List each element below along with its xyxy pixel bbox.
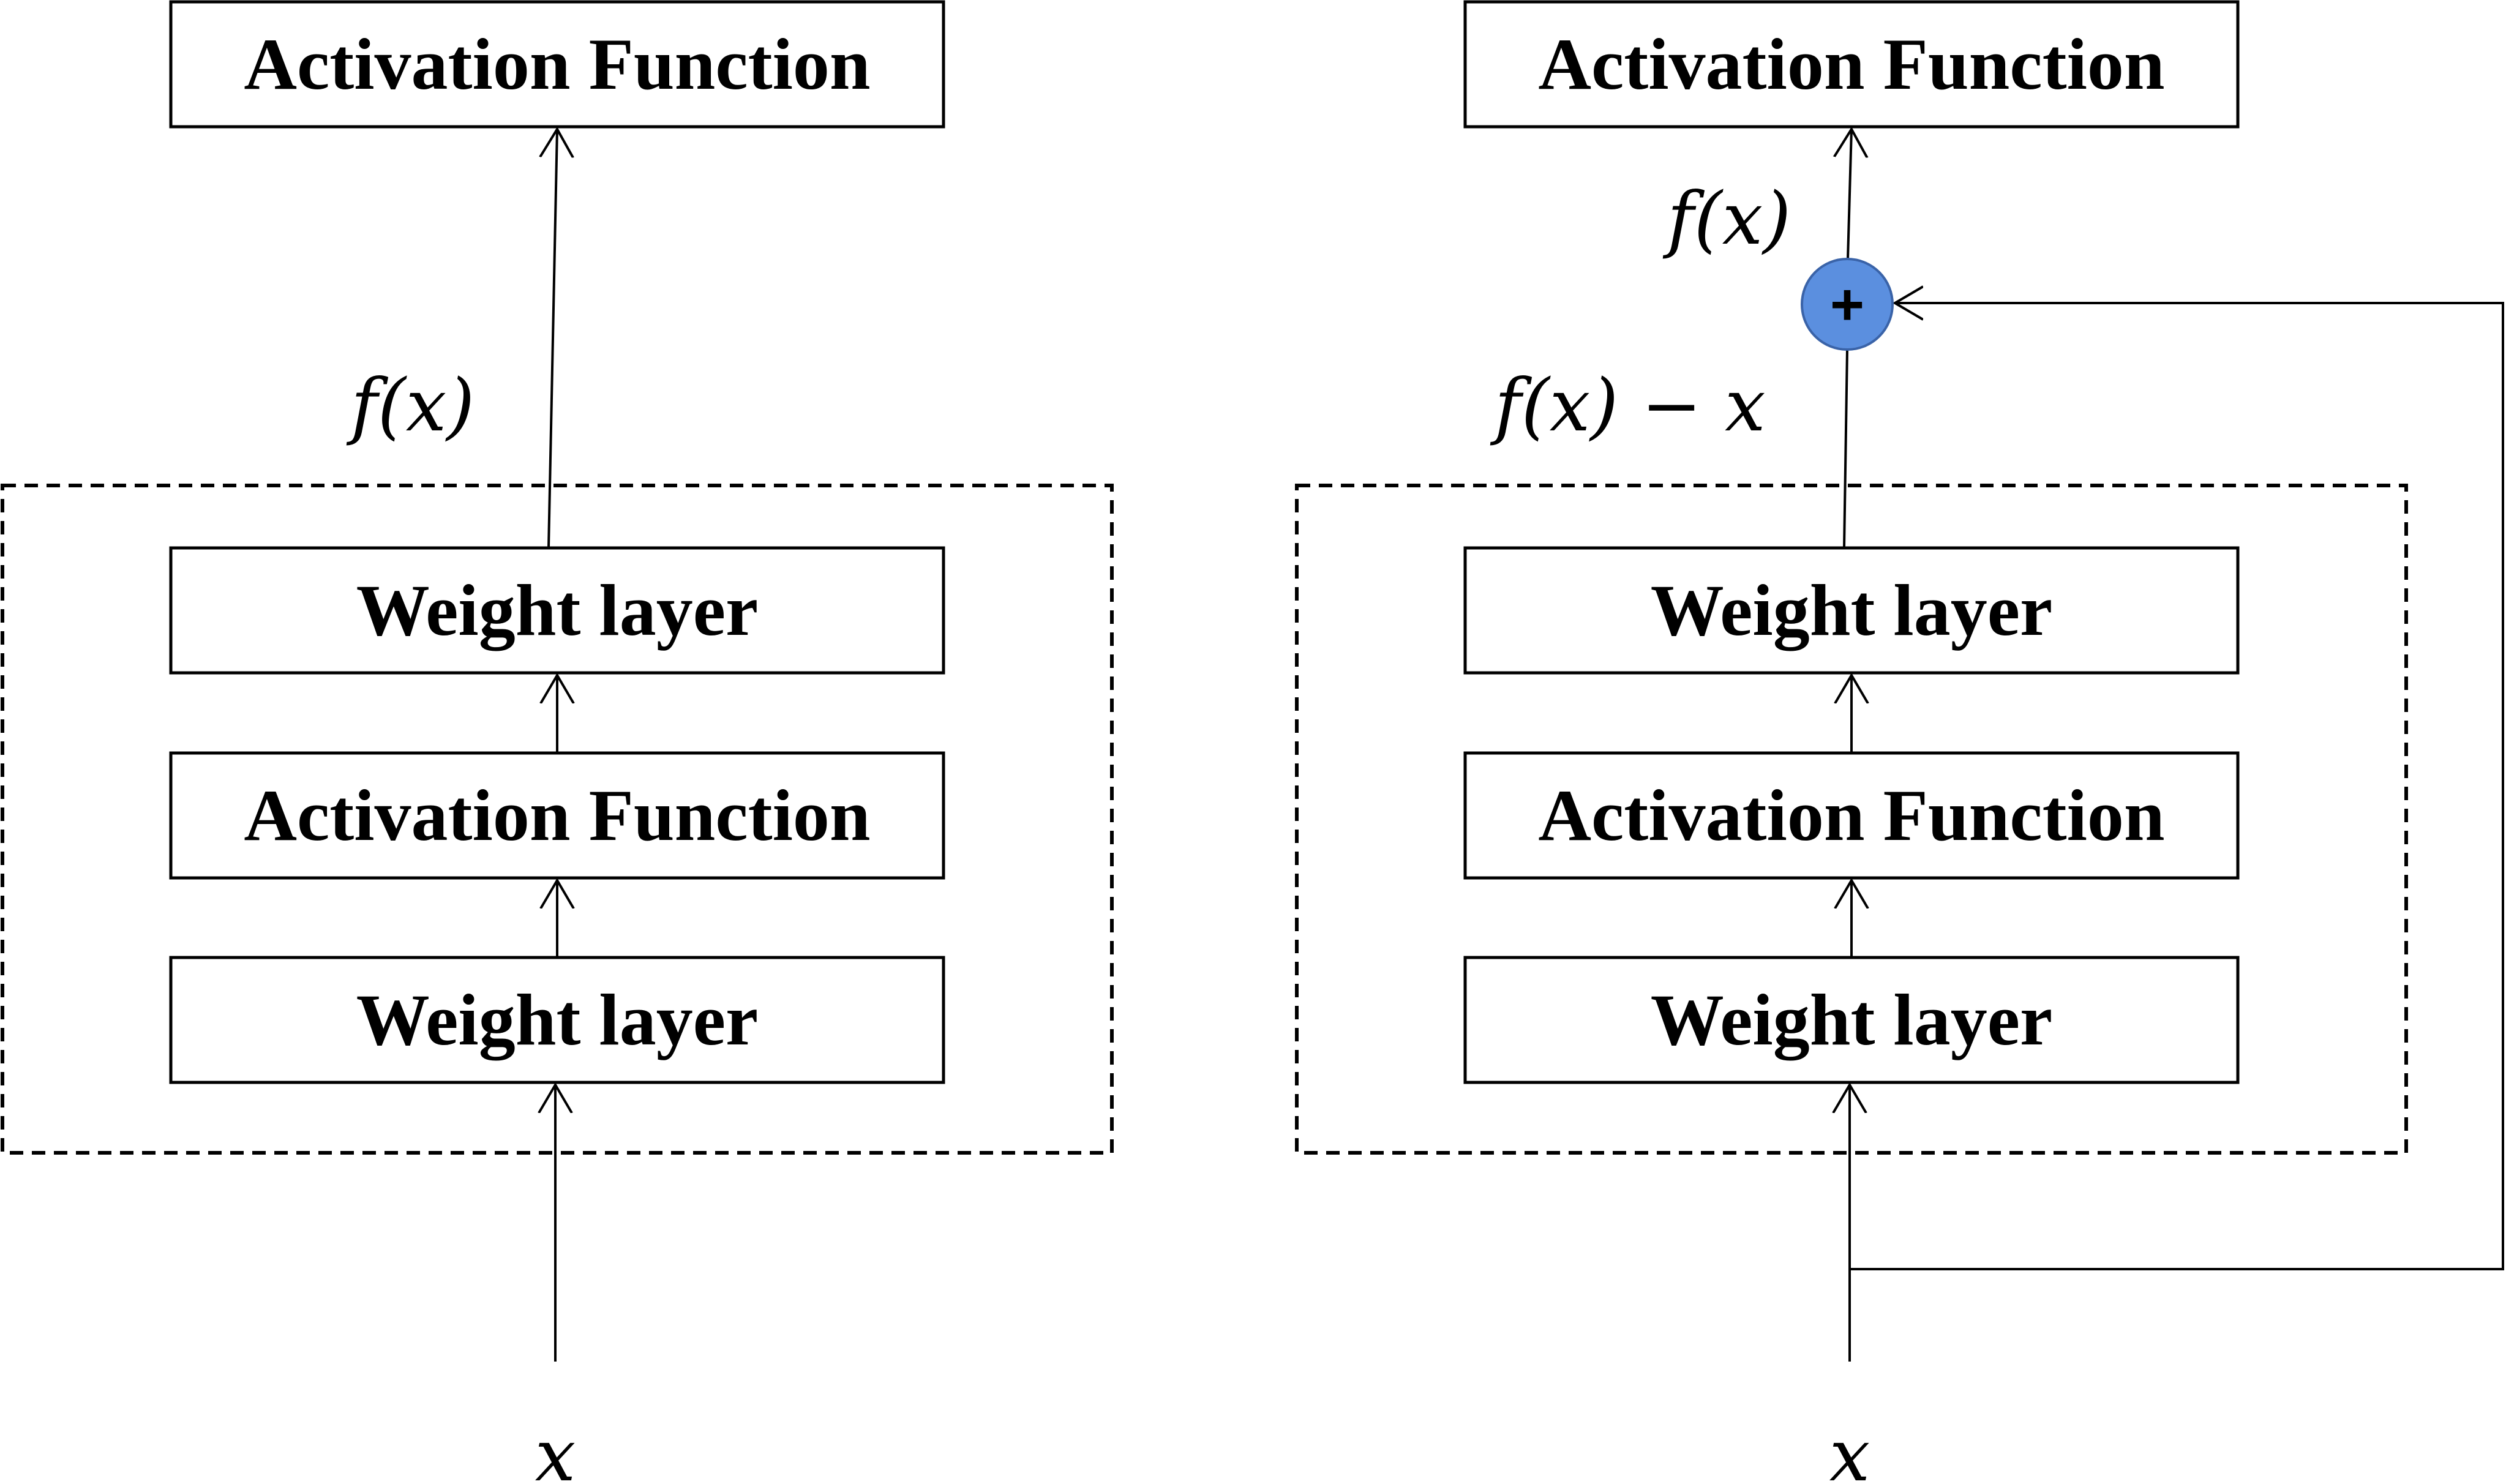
residual-line-to-add-node	[1843, 349, 1848, 549]
residual-top-weight-layer-label: Weight layer	[1651, 569, 2053, 651]
residual-output-arrow	[1848, 129, 1851, 260]
skip-connection-arrow	[1851, 303, 2504, 1270]
plain-bottom-weight-layer-box: Weight layer	[169, 956, 945, 1084]
add-node: +	[1801, 258, 1894, 351]
plain-bottom-weight-layer-label: Weight layer	[356, 979, 759, 1061]
plain-output-activation-label: Activation Function	[244, 23, 870, 105]
residual-inner-activation-box: Activation Function	[1463, 751, 2240, 880]
plain-top-weight-layer-box: Weight layer	[169, 546, 945, 675]
plain-output-arrow	[549, 129, 557, 549]
plain-block: Activation Function Weight layer Activat…	[1, 0, 1114, 1484]
plain-top-weight-layer-label: Weight layer	[356, 569, 759, 651]
plain-inner-activation-box: Activation Function	[169, 751, 945, 880]
plain-inner-activation-label: Activation Function	[244, 774, 870, 856]
residual-inner-activation-label: Activation Function	[1538, 774, 2164, 856]
plain-output-expression: f(x)	[346, 363, 475, 448]
plain-output-activation-box: Activation Function	[169, 0, 945, 129]
residual-bottom-weight-layer-label: Weight layer	[1651, 979, 2053, 1061]
plain-input-label: x	[535, 1413, 576, 1484]
residual-block: Activation Function Weight layer Activat…	[1295, 0, 2504, 1484]
residual-block-dashed-frame	[1295, 484, 2408, 1155]
residual-top-weight-layer-box: Weight layer	[1463, 546, 2240, 675]
add-node-circle	[1801, 258, 1894, 351]
residual-sum-expression: f(x)	[1662, 176, 1791, 261]
plus-icon: +	[1830, 272, 1864, 337]
residual-input-label: x	[1829, 1413, 1870, 1484]
residual-output-activation-label: Activation Function	[1538, 23, 2164, 105]
residual-bottom-weight-layer-box: Weight layer	[1463, 956, 2240, 1084]
residual-output-activation-box: Activation Function	[1463, 0, 2240, 129]
plain-block-dashed-frame	[1, 484, 1114, 1155]
residual-expression: f(x) − x	[1490, 363, 1766, 448]
